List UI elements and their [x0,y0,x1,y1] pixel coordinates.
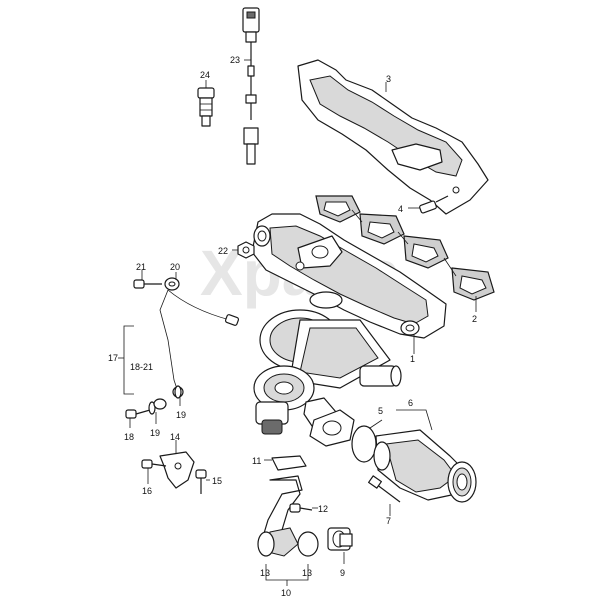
callout-24: 24 [200,70,210,80]
part-16-bolt [141,459,167,469]
part-7-bolt [368,475,401,503]
part-18-bolt [125,409,151,419]
callout-17-range: 18-21 [130,362,153,372]
part-2-manifold-gasket [315,195,495,301]
part-3-heat-shield [297,59,489,215]
part-15-bolt [195,469,207,494]
part-14-bracket [159,451,195,489]
callout-labels: 1 2 3 4 5 6 7 9 10 11 12 13 13 14 15 16 … [108,55,477,598]
callout-23: 23 [230,55,240,65]
callout-18: 18 [124,432,134,442]
part-6-catalytic-converter [373,429,477,503]
leader-lines [118,59,477,586]
part-11-clip [271,455,307,471]
part-4-bolt [419,195,449,214]
callout-3: 3 [386,74,391,84]
callout-5: 5 [378,406,383,416]
callout-17: 17 [108,353,118,363]
callout-19-upper: 19 [176,410,186,420]
callout-7: 7 [386,516,391,526]
part-13-hose-clamp-left [257,531,275,557]
callout-14: 14 [170,432,180,442]
part-24-plug-screw [197,87,215,127]
callout-21: 21 [136,262,146,272]
callout-9: 9 [340,568,345,578]
part-22-nut [237,241,255,259]
part-19-seal-ring-upper [174,385,182,399]
callout-19-lower: 19 [150,428,160,438]
callout-2: 2 [472,314,477,324]
callout-16: 16 [142,486,152,496]
part-9-union-fitting [327,527,353,551]
turbocharger [253,291,402,435]
callout-1: 1 [410,354,415,364]
callout-13-left: 13 [260,568,270,578]
part-12-bolt [289,503,313,513]
part-1-exhaust-manifold [251,213,447,339]
part-5-o-ring [351,425,377,463]
callout-22: 22 [218,246,228,256]
callout-15: 15 [212,476,222,486]
callout-20: 20 [170,262,180,272]
part-21-banjo-bolt [133,279,162,289]
part-13-hose-clamp-right [297,531,319,557]
callout-12: 12 [318,504,328,514]
oil-line-lower-fitting [153,398,167,410]
turbo-outlet-flange [309,409,355,447]
callout-4: 4 [398,204,403,214]
part-20-banjo-fitting [164,277,180,291]
part-10-oil-return-line [261,475,303,557]
part-23-temperature-sensor [242,7,260,165]
callout-10: 10 [281,588,291,598]
callout-13-right: 13 [302,568,312,578]
callout-11: 11 [252,456,261,466]
callout-6: 6 [408,398,413,408]
